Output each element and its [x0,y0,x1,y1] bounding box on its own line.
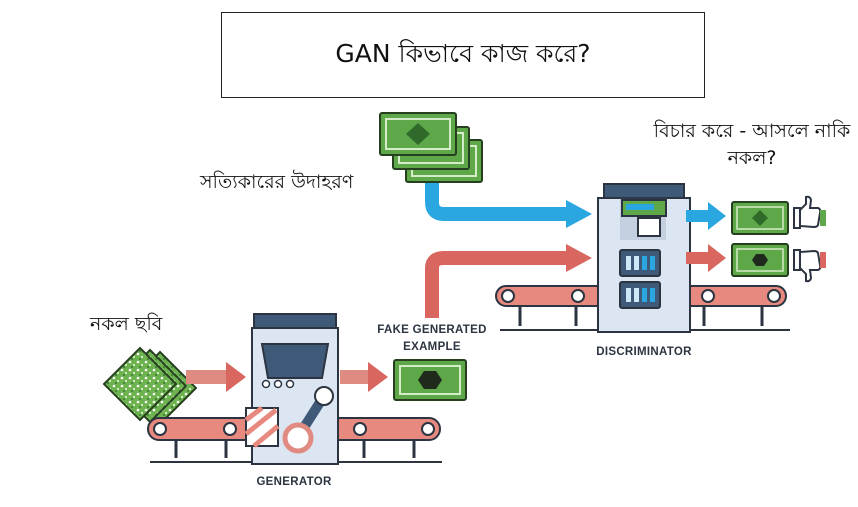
judge-label: বিচার করে - আসলে নাকি নকল? [653,120,851,169]
noise-tiles [102,346,198,426]
generator-label: GENERATOR [256,476,332,488]
banknote-icon [379,112,457,156]
generator-machine [244,313,339,465]
thumbs-up-icon [793,195,826,229]
real-money-stack [379,112,483,183]
noise-input-arrow [186,362,246,392]
discriminator-label: DISCRIMINATOR [596,346,692,358]
fake-output-arrow [686,244,726,272]
real-examples-label: সত্যিকারের উদাহরণ [200,171,354,193]
generator-output-arrow [340,362,388,392]
fake-image-label: নকল ছবি [90,313,163,335]
banknote-icon [731,243,789,277]
discriminator-machine [597,183,691,333]
noise-tile-icon [102,346,178,422]
thumbs-down-icon [793,249,826,283]
banknote-icon [393,359,467,401]
banknote-icon [731,201,789,235]
page-title: GAN কিভাবে কাজ করে? [335,38,591,68]
real-output-arrow [686,202,726,230]
fake-data-arrow [425,244,592,318]
fake-generated-example-label: FAKE GENERATED EXAMPLE [377,324,487,353]
real-data-arrow [425,178,592,228]
title-box: GAN কিভাবে কাজ করে? [221,12,705,98]
